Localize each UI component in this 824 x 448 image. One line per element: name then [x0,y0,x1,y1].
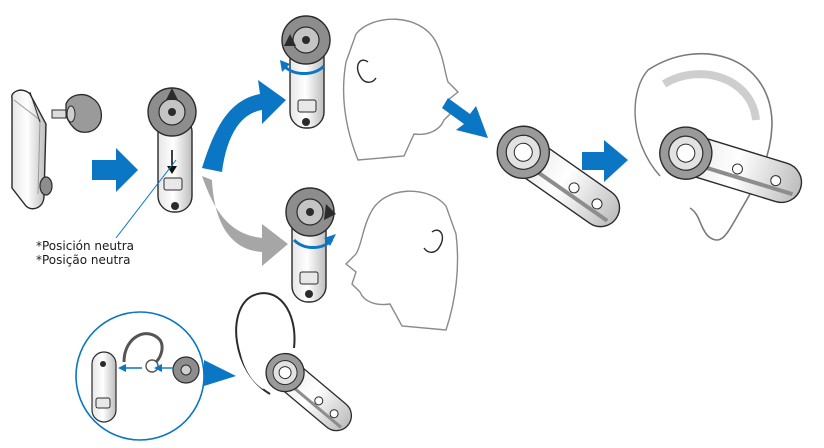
curved-arrow-down [202,176,288,266]
step-arrow-2 [442,98,488,138]
headset-front-neutral [148,88,196,212]
curved-arrow-up [202,80,286,172]
head-profile-bottom [346,191,458,330]
head-profile-top [344,19,458,160]
inset-pointer [204,360,236,386]
headset-rotated-bottom [286,188,336,302]
headset-side-view [12,90,52,209]
headset-with-earhook [236,293,360,440]
neutral-label-pt: *Posição neutra [36,253,134,267]
earhook-inset [76,312,204,440]
step-arrow-1 [92,148,138,192]
neutral-position-callout: *Posición neutra *Posição neutra [36,239,134,267]
headset-angled [487,116,632,239]
neutral-label-es: *Posición neutra [36,239,134,253]
headset-worn [653,121,808,213]
earbud-icon [52,95,101,133]
